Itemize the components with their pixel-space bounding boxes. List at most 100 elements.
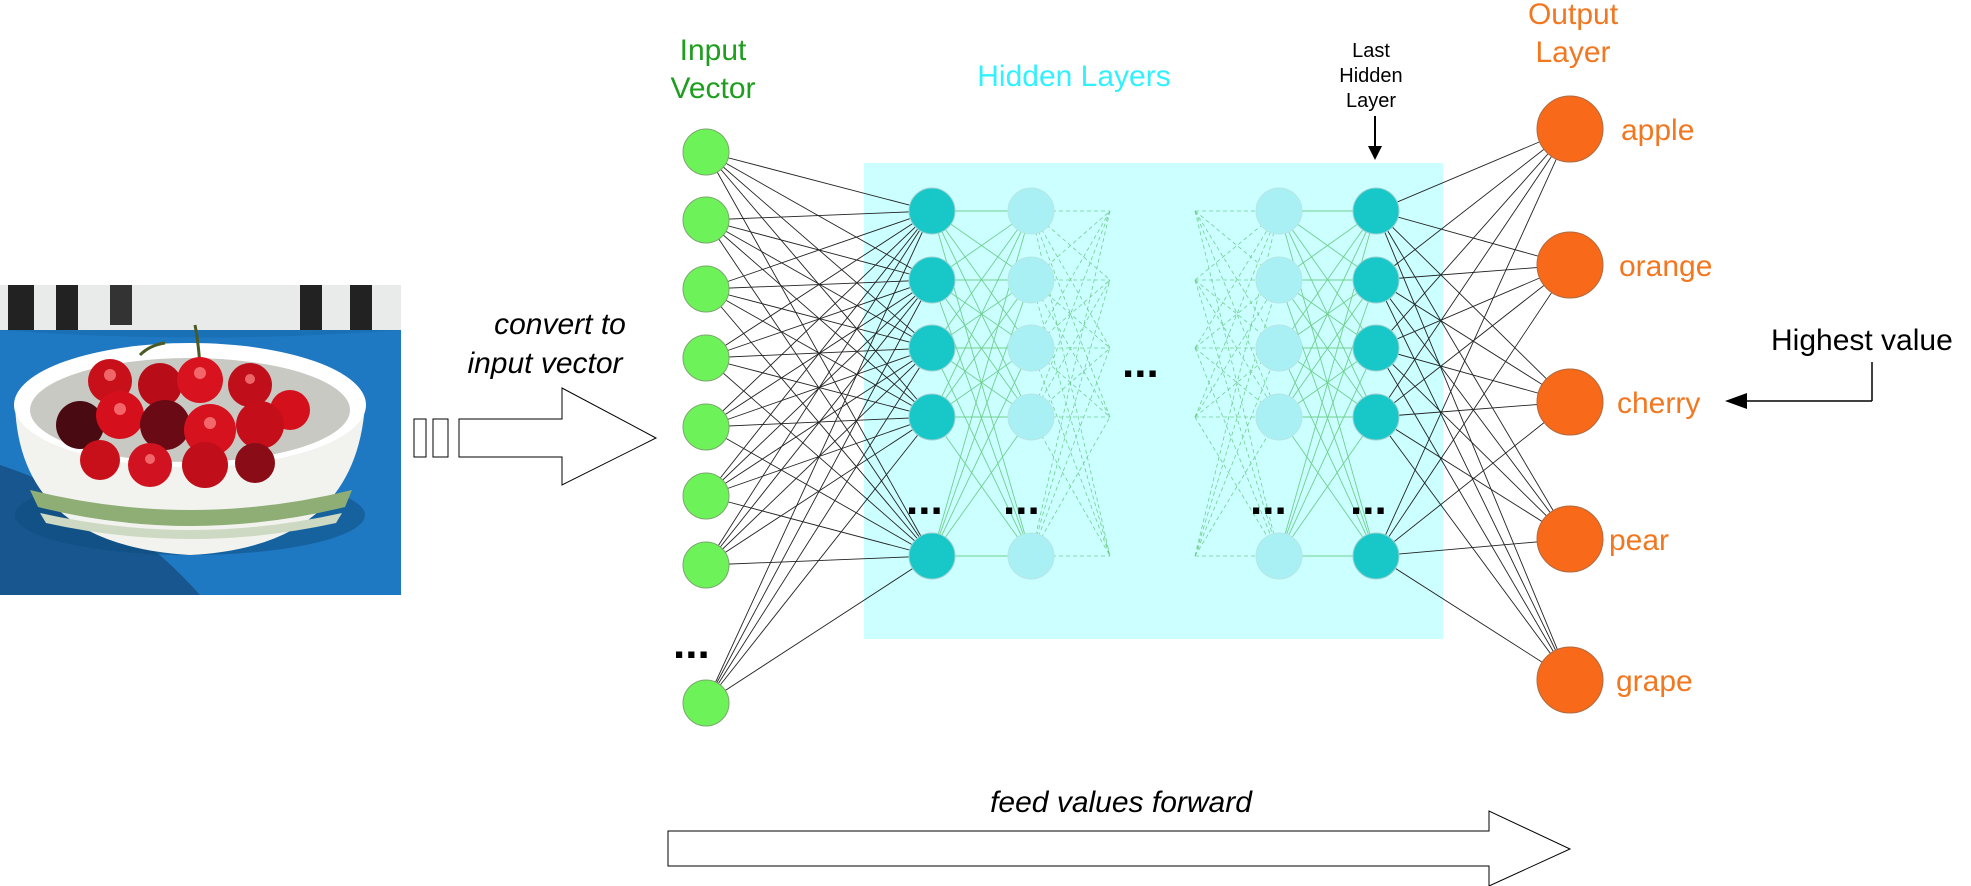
input-node	[682, 541, 730, 589]
cherry-bowl-photo	[0, 285, 401, 595]
hidden-edge-dashed	[1030, 210, 1111, 557]
output-edge	[1375, 401, 1571, 557]
last-hidden-node	[1352, 187, 1400, 235]
input-edge	[705, 279, 933, 566]
hidden-edge-dashed	[1194, 279, 1280, 557]
hidden-edge	[1278, 210, 1377, 349]
hidden-edge-dashed	[1194, 210, 1280, 349]
input-node	[682, 265, 730, 313]
hidden-node-faded	[1007, 187, 1055, 235]
input-edge	[705, 416, 933, 704]
input-edge	[705, 210, 933, 290]
output-label-grape: grape	[1616, 665, 1693, 698]
input-edge	[705, 210, 933, 428]
output-edge	[1375, 128, 1571, 281]
output-edge	[1375, 264, 1571, 557]
last-hidden-line1: Last	[1352, 40, 1390, 62]
hidden-ellipsis-col1: ...	[906, 475, 943, 524]
last-hidden-node	[1352, 324, 1400, 372]
input-edge	[705, 210, 933, 359]
output-node	[1536, 505, 1604, 573]
input-edge	[705, 210, 933, 704]
input-title-line2: Vector	[670, 72, 755, 105]
hidden-ellipsis-col3: ...	[1250, 475, 1287, 524]
input-node	[682, 472, 730, 520]
convert-arrow-bar1	[413, 418, 427, 458]
hidden-edge	[1278, 210, 1377, 418]
hidden-layers-box	[864, 163, 1443, 639]
network-nodes	[682, 95, 1604, 727]
hidden-node-faded	[1007, 393, 1055, 441]
input-edge	[705, 347, 933, 704]
hidden-edge-dashed	[1194, 416, 1280, 557]
input-node	[682, 196, 730, 244]
input-edge	[705, 210, 933, 221]
output-title-line1: Output	[1528, 0, 1619, 31]
convert-arrow-bar2	[432, 418, 449, 458]
hidden-node-faded	[1007, 324, 1055, 372]
output-edge	[1375, 128, 1571, 418]
input-ellipsis: ...	[673, 619, 710, 668]
output-label-pear: pear	[1609, 524, 1669, 557]
hidden-layers-title: Hidden Layers	[977, 60, 1170, 93]
highest-value-arrowhead	[1725, 393, 1747, 409]
last-hidden-line2: Hidden	[1339, 65, 1402, 87]
output-edge	[1375, 264, 1571, 418]
hidden-edge	[931, 279, 1032, 418]
hidden-edge	[1278, 347, 1377, 557]
output-node	[1536, 231, 1604, 299]
hidden-ellipsis-col4: ...	[1350, 475, 1387, 524]
last-hidden-node	[1352, 393, 1400, 441]
hidden-edge	[931, 279, 1032, 557]
convert-text-line1: convert to	[494, 308, 626, 341]
hidden-node-faded	[1007, 256, 1055, 304]
hidden-edge-dashed	[1030, 347, 1111, 557]
hidden-node-faded	[1007, 532, 1055, 580]
output-label-cherry: cherry	[1617, 387, 1700, 420]
output-edge	[1375, 128, 1571, 557]
last-hidden-arrowhead	[1368, 146, 1382, 160]
hidden-edge	[1278, 279, 1377, 557]
input-edge	[705, 210, 933, 566]
hidden-edge-dashed	[1030, 416, 1111, 557]
input-edge	[705, 555, 933, 704]
output-node	[1536, 646, 1604, 714]
output-edge	[1375, 347, 1571, 540]
output-edge	[1375, 555, 1571, 681]
input-node	[682, 403, 730, 451]
hidden-edge	[931, 210, 1032, 418]
output-edge	[1375, 279, 1571, 681]
hidden-edge-dashed	[1030, 210, 1111, 418]
hidden-ellipsis-middle: ...	[1122, 338, 1159, 387]
output-edge	[1375, 347, 1571, 681]
output-edge	[1375, 264, 1571, 349]
hidden-edge-dashed	[1030, 210, 1111, 349]
hidden-edge	[931, 347, 1032, 557]
last-hidden-line3: Layer	[1346, 90, 1396, 112]
convert-arrow	[458, 387, 658, 486]
input-node	[682, 334, 730, 382]
hidden-node	[908, 532, 956, 580]
hidden-edge-dashed	[1194, 416, 1280, 557]
highest-value-label: Highest value	[1771, 324, 1953, 357]
hidden-edge-dashed	[1194, 210, 1280, 418]
output-node	[1536, 95, 1604, 163]
hidden-node-faded	[1255, 256, 1303, 304]
hidden-edge	[931, 210, 1032, 349]
hidden-edge-dashed	[1194, 347, 1280, 557]
hidden-node-faded	[1255, 187, 1303, 235]
feed-forward-label: feed values forward	[990, 786, 1253, 819]
output-edge	[1375, 128, 1571, 212]
output-edge	[1375, 416, 1571, 681]
hidden-node	[908, 256, 956, 304]
input-title-line1: Input	[680, 34, 747, 67]
output-title-line2: Layer	[1535, 36, 1610, 69]
hidden-edge-dashed	[1194, 279, 1280, 418]
input-edge	[705, 210, 933, 497]
input-node	[682, 128, 730, 176]
input-node	[682, 679, 730, 727]
hidden-node-faded	[1255, 532, 1303, 580]
hidden-node-faded	[1255, 324, 1303, 372]
hidden-edge-dashed	[1030, 279, 1111, 418]
